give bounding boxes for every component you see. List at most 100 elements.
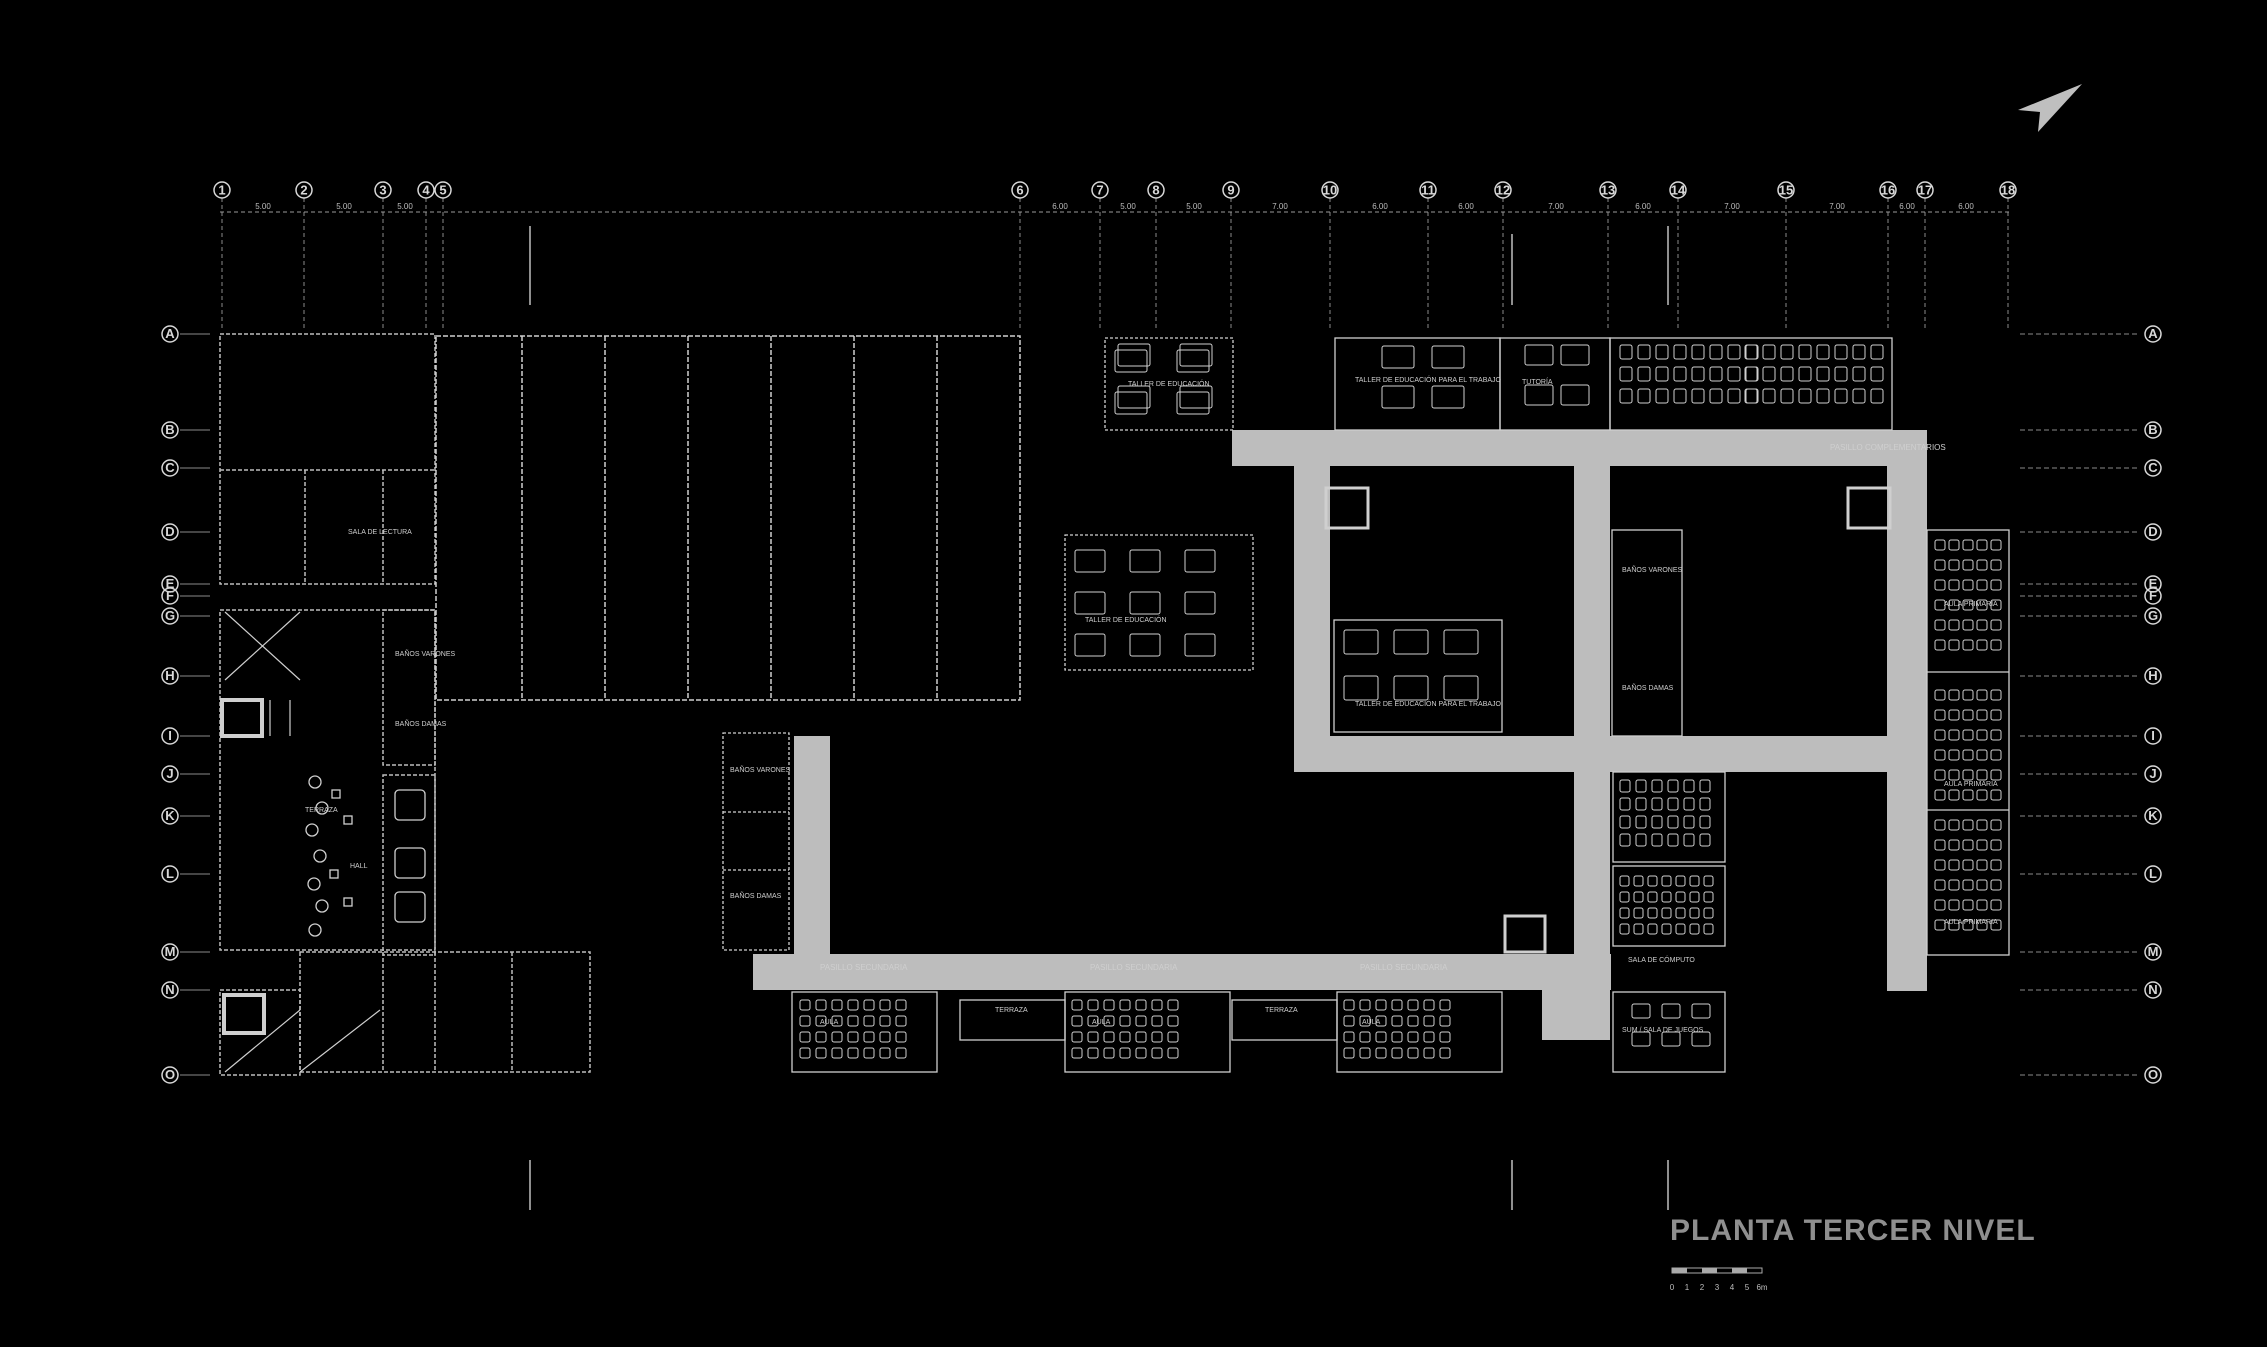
grid-row-bubble-right [2144,421,2162,439]
dimension-label: 7.00 [1829,202,1845,211]
room-bano-damas-2: BAÑOS DAMAS [1622,683,1674,692]
grid-row-bubble-left [161,807,179,825]
grid-row-label-left: M [165,944,176,959]
room-tutoria: TUTORÍA [1522,377,1553,386]
grid-row-bubble-right [2144,459,2162,477]
grid-col-label: 12 [1496,183,1510,198]
north-arrow-icon [2018,84,2082,132]
dimension-label: 7.00 [1548,202,1564,211]
grid-row-bubble-left [161,765,179,783]
grid-row-label-left: O [165,1067,175,1082]
grid-col-label: 17 [1918,183,1932,198]
grid-col-bubble [213,181,231,199]
grid-col-label: 9 [1227,183,1234,198]
grid-row-label-right: B [2148,422,2157,437]
scale-number: 3 [1715,1283,1720,1292]
grid-row-bubble-right [2144,727,2162,745]
scale-number: 6m [1756,1283,1767,1292]
grid-col-label: 2 [300,183,307,198]
room-taller-3: TALLER DE EDUCACIÓN PARA EL TRABAJO [1355,375,1502,384]
dimension-label: 7.00 [1724,202,1740,211]
grid-col-bubble [1999,181,2017,199]
grid-row-bubble-left [161,1066,179,1084]
scale-number: 5 [1745,1283,1750,1292]
grid-row-bubble-right [2144,523,2162,541]
grid-row-bubble-right [2144,587,2162,605]
corridor-secundaria-label-2: PASILLO SECUNDARIA [1090,963,1178,972]
dimension-label: 6.00 [1899,202,1915,211]
grid-col-bubble [1419,181,1437,199]
grid-row-label-left: D [165,524,174,539]
grid-col-label: 3 [379,183,386,198]
corridor-secundaria [753,954,1611,990]
grid-row-label-right: D [2148,524,2157,539]
grid-col-bubble [434,181,452,199]
grid-row-bubble-left [161,727,179,745]
room-bano-varones-2: BAÑOS VARONES [1622,565,1682,574]
grid-row-label-left: B [165,422,174,437]
room-taller-1: TALLER DE EDUCACIÓN [1128,379,1210,388]
grid-col-label: 6 [1016,183,1023,198]
grid-col-bubble [1494,181,1512,199]
dimension-label: 5.00 [1120,202,1136,211]
grid-row-bubble-right [2144,667,2162,685]
stairs-lower [222,993,381,1073]
room-aula-sec-3: AULA [1362,1019,1381,1026]
hall-furniture [305,775,426,937]
grid-row-bubble-left [161,459,179,477]
grid-row-label-left: J [166,766,173,781]
grid-row-bubble-right [2144,865,2162,883]
room-terraza-3: TERRAZA [1265,1007,1298,1014]
grid-row-bubble-right [2144,765,2162,783]
bathrooms-middle [722,732,790,951]
grid-row-bubble-right [2144,575,2162,593]
grid-col-label: 13 [1601,183,1615,198]
grid-row-bubble-left [161,575,179,593]
room-hall: HALL [350,863,368,870]
dimension-label: 5.00 [336,202,352,211]
grid-row-label-left: N [165,982,174,997]
upper-rooms [1064,337,2010,956]
grid-row-bubble-right [2144,943,2162,961]
grid-row-label-right: L [2149,866,2157,881]
grid-col-label: 16 [1881,183,1895,198]
grid-col-bubble [417,181,435,199]
grid-row-bubble-left [161,943,179,961]
room-bano-damas-3: BAÑOS DAMAS [730,891,782,900]
grid-row-bubble-right [2144,981,2162,999]
grid-row-label-right: I [2151,728,2155,743]
grid-row-label-right: E [2149,576,2158,591]
corridors [753,430,1927,1040]
corridor-secundaria-label-1: PASILLO SECUNDARIA [820,963,908,972]
grid-row-label-left: A [165,326,175,341]
dimension-label: 6.00 [1052,202,1068,211]
dimension-label: 6.00 [1635,202,1651,211]
dimension-label: 5.00 [255,202,271,211]
grid-row-bubble-left [161,981,179,999]
dimension-label: 6.00 [1372,202,1388,211]
room-aula-primaria-1: AULA PRIMARIA [1944,601,1998,608]
grid-col-label: 5 [439,183,446,198]
grid-row-label-right: H [2148,668,2157,683]
grid-col-label: 15 [1779,183,1793,198]
scale-number: 2 [1700,1283,1705,1292]
scale-number: 4 [1730,1283,1735,1292]
grid-row-label-right: G [2148,608,2158,623]
grid-row-bubble-left [161,421,179,439]
grid-col-label: 14 [1671,183,1686,198]
grid-row-label-left: C [165,460,175,475]
grid-row-label-right: O [2148,1067,2158,1082]
room-bano-varones-3: BAÑOS VARONES [730,765,790,774]
grid-col-bubble [1147,181,1165,199]
room-bano-damas-1: BAÑOS DAMAS [395,719,447,728]
grid-row-label-left: H [165,668,174,683]
grid-row-bubble-left [161,865,179,883]
corridor-complementarios-label: PASILLO COMPLEMENTARIOS [1830,443,1946,452]
grid-col-bubble [1321,181,1339,199]
room-aula-sec-1: AULA [820,1019,839,1026]
dimension-label: 7.00 [1272,202,1288,211]
grid-row-label-left: E [166,576,175,591]
grid-row-label-right: J [2149,766,2156,781]
